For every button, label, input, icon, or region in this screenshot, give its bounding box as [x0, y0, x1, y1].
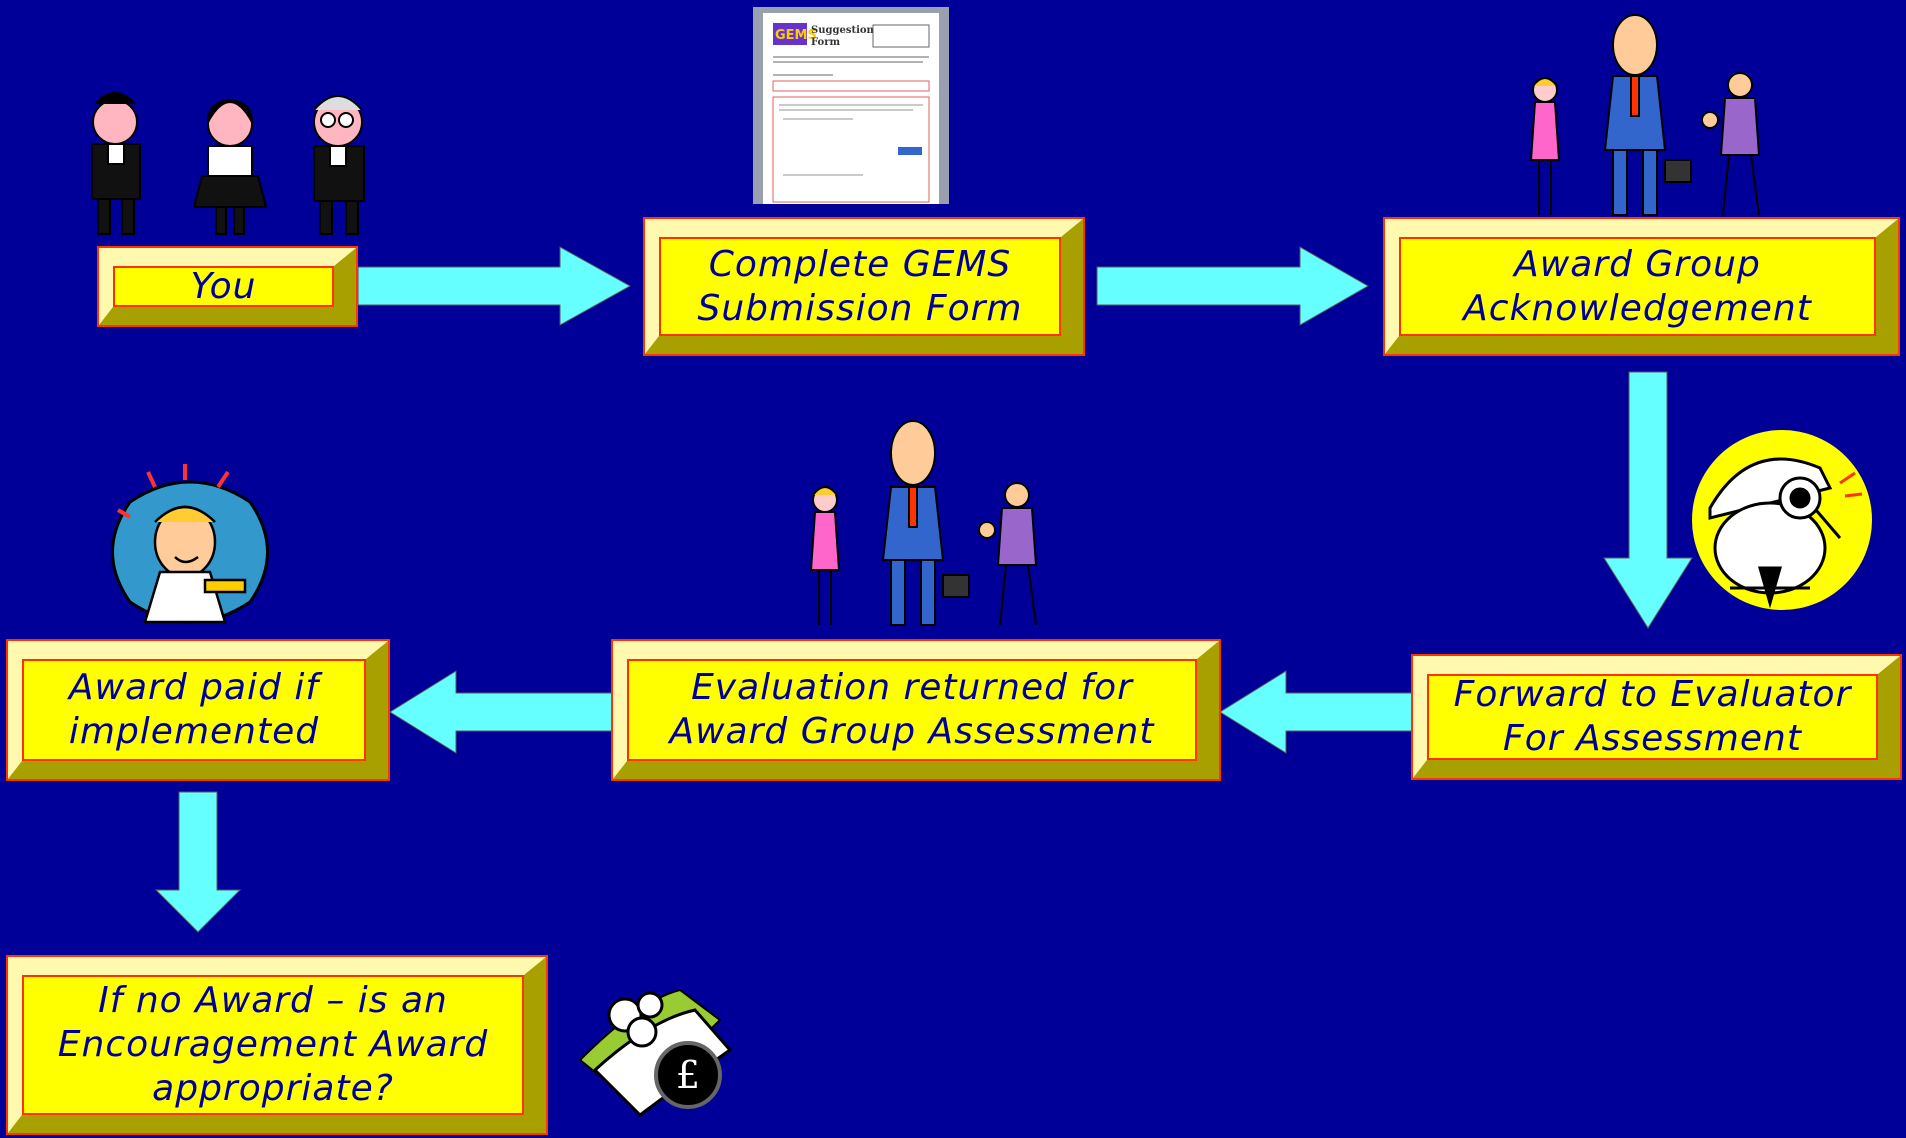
box-evaluation-returned-label: Evaluation returned for Award Group Asse…	[669, 667, 1155, 752]
arrow-forward-to-evaluation	[1219, 670, 1414, 754]
form-title-line1: Suggestion	[811, 25, 875, 36]
box-acknowledgement: Award Group Acknowledgement	[1385, 219, 1898, 354]
box-forward-to-evaluator-label: Forward to Evaluator For Assessment	[1453, 674, 1852, 759]
box-forward-to-evaluator: Forward to Evaluator For Assessment	[1413, 656, 1900, 778]
form-logo-text: GEMS	[775, 28, 817, 43]
box-you-label: You	[190, 265, 257, 307]
box-no-award-label: If no Award – is an Encouragement Award …	[57, 980, 489, 1109]
box-you: You	[99, 248, 356, 325]
arrow-paid-to-no-award	[154, 791, 242, 933]
box-evaluation-returned: Evaluation returned for Award Group Asse…	[613, 641, 1219, 779]
box-award-paid: Award paid if implemented	[8, 641, 388, 779]
arrow-evaluation-to-paid	[389, 670, 614, 754]
box-no-award: If no Award – is an Encouragement Award …	[8, 957, 546, 1133]
gems-form-thumbnail: GEMS Suggestion Form	[753, 7, 949, 204]
arrow-ack-to-forward	[1603, 371, 1693, 629]
box-complete-form: Complete GEMS Submission Form	[645, 219, 1083, 354]
box-award-paid-label: Award paid if implemented	[68, 667, 320, 752]
pound-symbol: £	[676, 1053, 700, 1097]
detective-magnifier-icon	[1692, 430, 1872, 610]
box-complete-form-label: Complete GEMS Submission Form	[697, 243, 1023, 329]
arrow-form-to-ack	[1096, 246, 1370, 326]
assessment-group-people-icon	[809, 420, 1038, 626]
arrow-you-to-form	[357, 246, 632, 326]
award-group-people-icon	[1529, 14, 1761, 216]
money-pound-icon: £	[578, 988, 733, 1117]
three-people-icon	[91, 92, 365, 235]
excited-person-icon	[111, 464, 269, 624]
form-title-line2: Form	[811, 37, 840, 48]
box-acknowledgement-label: Award Group Acknowledgement	[1463, 243, 1812, 329]
